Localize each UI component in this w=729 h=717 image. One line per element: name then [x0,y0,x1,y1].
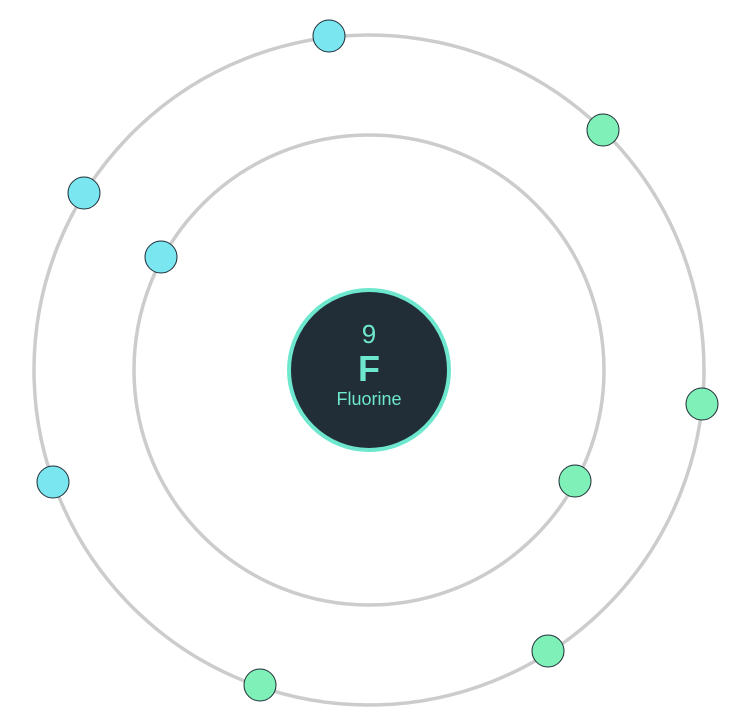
electrons [36,19,719,702]
atomic-number: 9 [362,319,376,349]
electron-shell-2 [243,668,277,702]
electron-shell-2 [586,113,620,147]
element-symbol: F [358,348,380,389]
electron-shell-2 [36,465,70,499]
outer-shell-orbit [32,33,706,707]
nucleus: 9 F Fluorine [287,288,451,452]
electron-shell-2 [67,176,101,210]
electron-shell-1 [558,464,592,498]
electron-shell-2 [685,387,719,421]
electron-shell-2 [531,634,565,668]
electron-shell-1 [144,240,178,274]
electron-shell-2 [312,19,346,53]
element-name: Fluorine [336,389,401,409]
inner-shell-orbit [132,133,606,607]
nucleus-circle [287,288,451,452]
